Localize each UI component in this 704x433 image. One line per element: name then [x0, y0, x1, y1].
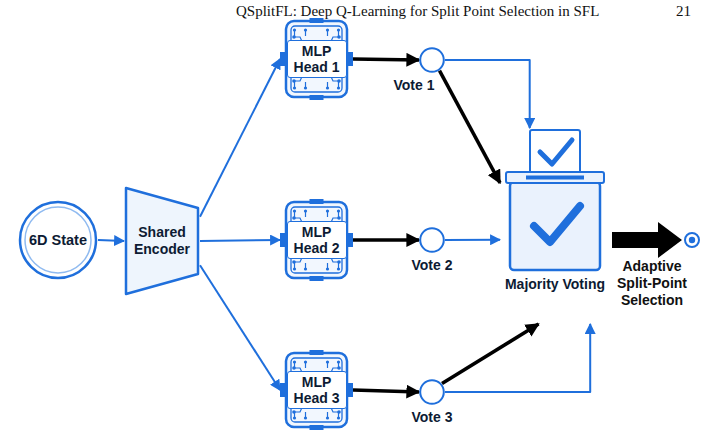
mlp-head-chip: MLP Head 1 [280, 18, 353, 100]
flow-connector [445, 239, 500, 241]
vote-arrow [442, 324, 539, 384]
ballot-box: Majority Voting [500, 128, 610, 324]
flow-connector [445, 324, 590, 392]
head-label: MLP Head 2 [291, 224, 343, 256]
vote-arrow [353, 390, 419, 392]
output-label: Adaptive Split-Point Selection [606, 258, 698, 309]
chip-label-box: MLP Head 2 [287, 221, 347, 259]
ballot-label: Majority Voting [500, 276, 610, 293]
output-arrow [612, 222, 682, 258]
running-header: QSplitFL: Deep Q-Learning for Split Poin… [236, 3, 599, 20]
vote-circle-outline [419, 47, 445, 73]
output-terminal [685, 233, 699, 247]
vote-circle: Vote 3 [419, 379, 445, 405]
flow-connector [445, 60, 530, 128]
head-label: MLP Head 1 [291, 43, 343, 75]
vote-circle: Vote 2 [419, 227, 445, 253]
vote-label: Vote 3 [412, 409, 453, 426]
chip-label-box: MLP Head 3 [287, 371, 347, 409]
flow-connector [98, 240, 124, 241]
vote-arrow [353, 59, 419, 60]
encoder-label: Shared Encoder [129, 224, 195, 258]
flow-connector [200, 59, 280, 217]
vote-arrow [353, 238, 419, 242]
output-dot [689, 237, 695, 243]
ballot-box-drawing [500, 128, 610, 324]
vote-circle-outline [419, 227, 445, 253]
state-circle: 6D State [18, 200, 98, 280]
vote-circle: Vote 1 [419, 47, 445, 73]
page-number: 21 [676, 3, 691, 20]
vote-arrow [440, 71, 501, 183]
mlp-head-chip: MLP Head 3 [280, 350, 353, 430]
vote-label: Vote 1 [394, 77, 435, 94]
state-label: 6D State [21, 232, 95, 249]
head-label: MLP Head 3 [291, 374, 343, 406]
flow-connector [200, 265, 280, 390]
vote-circle-outline [419, 379, 445, 405]
chip-label-box: MLP Head 1 [287, 40, 347, 78]
mlp-head-chip: MLP Head 2 [280, 199, 353, 281]
vote-label: Vote 2 [412, 257, 453, 274]
encoder-trapezoid: Shared Encoder [124, 186, 200, 296]
flow-connector [200, 240, 280, 241]
